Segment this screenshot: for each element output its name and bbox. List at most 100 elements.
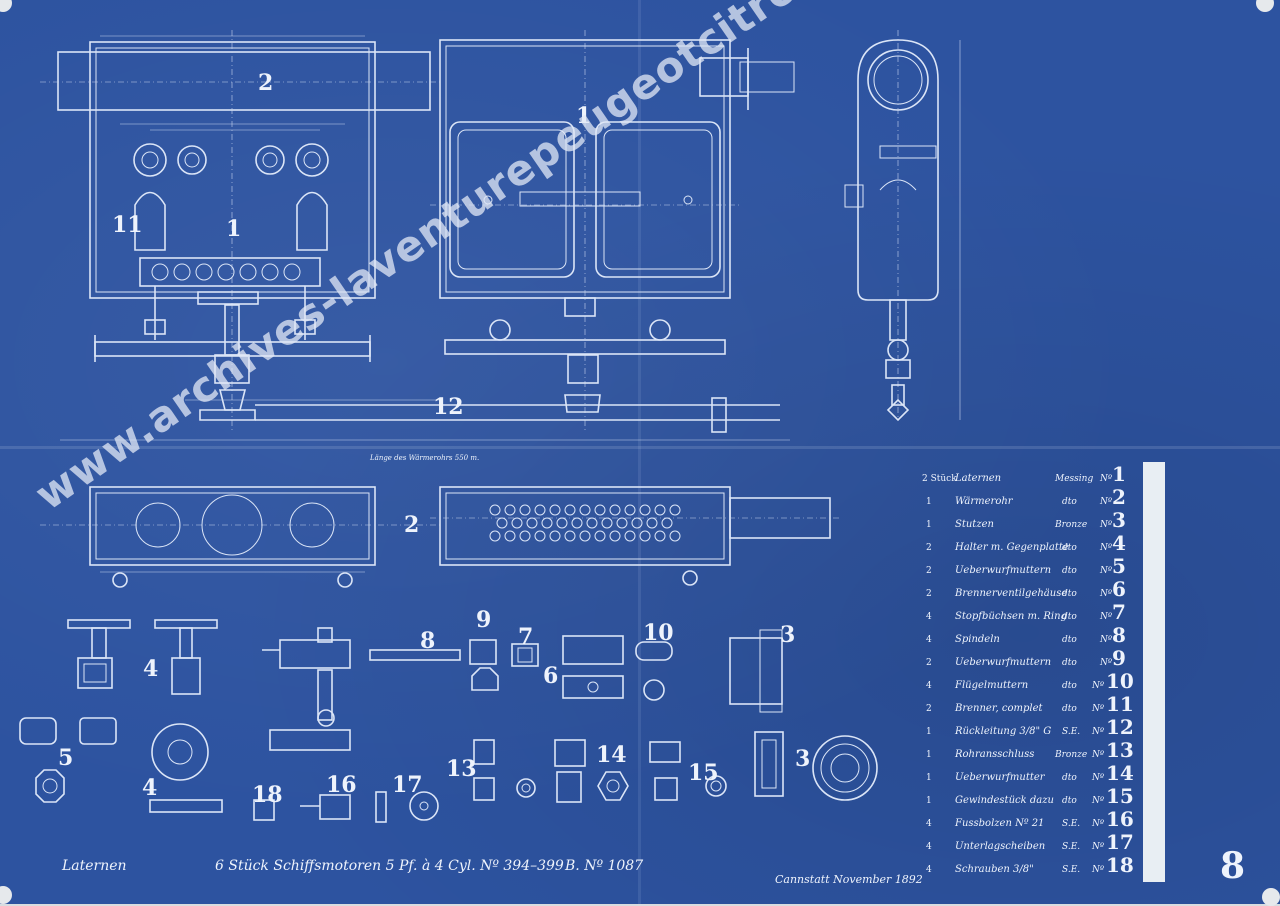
parts-nr: Nº bbox=[1092, 842, 1105, 852]
parts-number: 7 bbox=[1112, 600, 1126, 624]
callout-11: 11 bbox=[112, 212, 143, 238]
parts-qty: 1 bbox=[926, 750, 932, 760]
paper-strip bbox=[1143, 462, 1165, 882]
parts-name: Flügelmuttern bbox=[955, 680, 1029, 691]
parts-material: S.E. bbox=[1062, 842, 1081, 852]
parts-nr: Nº bbox=[1092, 704, 1105, 714]
callout-3-b: 3 bbox=[795, 746, 810, 772]
sheet-number: 8 bbox=[1220, 845, 1246, 887]
parts-nr: Nº bbox=[1100, 635, 1113, 645]
callout-2-top: 2 bbox=[258, 70, 273, 96]
callout-1-top: 1 bbox=[576, 103, 591, 129]
pin-top-left bbox=[0, 0, 12, 12]
parts-number: 3 bbox=[1112, 508, 1126, 532]
parts-qty: 1 bbox=[926, 727, 932, 737]
parts-nr: Nº bbox=[1092, 750, 1105, 760]
callout-2-plan: 2 bbox=[404, 512, 419, 538]
parts-qty: 1 bbox=[926, 773, 932, 783]
parts-nr: Nº bbox=[1092, 681, 1105, 691]
parts-name: Halter m. Gegenplatte bbox=[955, 542, 1069, 553]
parts-nr: Nº bbox=[1092, 796, 1105, 806]
parts-qty: 2 Stück bbox=[922, 474, 957, 484]
plan-view-right bbox=[430, 486, 840, 586]
detail-parts bbox=[19, 619, 878, 823]
callout-numbers: 2 1 1 11 12 2 4 4 5 8 9 7 6 10 3 3 18 16… bbox=[58, 70, 810, 808]
parts-name: Rohransschluss bbox=[955, 749, 1035, 760]
parts-qty: 4 bbox=[926, 865, 932, 875]
callout-5-a: 5 bbox=[58, 745, 73, 771]
parts-qty: 2 bbox=[926, 704, 932, 714]
parts-name: Spindeln bbox=[955, 634, 1000, 645]
callout-13: 13 bbox=[446, 756, 477, 782]
parts-material: dto bbox=[1062, 497, 1077, 507]
parts-number: 18 bbox=[1106, 853, 1134, 877]
parts-nr: Nº bbox=[1100, 543, 1113, 553]
parts-name: Gewindestück dazu bbox=[955, 795, 1054, 806]
dimension-note: Länge des Wärmerohrs 550 m. bbox=[369, 454, 479, 462]
parts-material: S.E. bbox=[1062, 819, 1081, 829]
parts-material: dto bbox=[1062, 704, 1077, 714]
callout-8: 8 bbox=[420, 628, 435, 654]
parts-material: dto bbox=[1062, 681, 1077, 691]
pin-bottom-left bbox=[0, 886, 12, 904]
parts-name: Ueberwurfmuttern bbox=[955, 657, 1052, 668]
parts-nr: Nº bbox=[1100, 612, 1113, 622]
title-block: Laternen bbox=[62, 858, 127, 874]
parts-qty: 1 bbox=[926, 520, 932, 530]
parts-name: Laternen bbox=[955, 473, 1002, 484]
parts-material: dto bbox=[1062, 773, 1077, 783]
parts-qty: 1 bbox=[926, 796, 932, 806]
parts-material: S.E. bbox=[1062, 865, 1081, 875]
parts-name: Ueberwurfmutter bbox=[955, 772, 1045, 783]
parts-number: 12 bbox=[1106, 715, 1134, 739]
callout-1-front: 1 bbox=[226, 216, 241, 242]
callout-10: 10 bbox=[643, 620, 674, 646]
pin-bottom-right bbox=[1262, 888, 1280, 906]
subtitle: 6 Stück Schiffsmotoren 5 Pf. à 4 Cyl. Nº… bbox=[215, 858, 564, 874]
callout-15: 15 bbox=[688, 760, 719, 786]
parts-material: dto bbox=[1062, 612, 1077, 622]
drawing-number: B. Nº 1087 bbox=[565, 858, 644, 874]
parts-material: dto bbox=[1062, 589, 1077, 599]
parts-qty: 1 bbox=[926, 497, 932, 507]
parts-name: Brenner, complet bbox=[955, 703, 1043, 714]
callout-6: 6 bbox=[543, 663, 558, 689]
parts-name: Stutzen bbox=[955, 519, 994, 530]
parts-name: Rückleitung 3/8" G bbox=[955, 726, 1052, 737]
perforation-grid bbox=[489, 504, 681, 542]
parts-name: Fussbolzen Nº 21 bbox=[955, 818, 1045, 829]
parts-qty: 2 bbox=[926, 589, 932, 599]
parts-number: 17 bbox=[1106, 830, 1134, 854]
parts-name: Unterlagscheiben bbox=[955, 841, 1046, 852]
parts-nr: Nº bbox=[1092, 819, 1105, 829]
parts-material: Bronze bbox=[1055, 750, 1088, 760]
front-view-lantern bbox=[40, 30, 440, 430]
callout-14: 14 bbox=[596, 742, 627, 768]
parts-number: 11 bbox=[1106, 692, 1134, 716]
parts-number: 16 bbox=[1106, 807, 1134, 831]
pin-top-right bbox=[1256, 0, 1274, 12]
parts-qty: 4 bbox=[926, 635, 932, 645]
parts-number: 9 bbox=[1112, 646, 1126, 670]
callout-16: 16 bbox=[326, 772, 357, 798]
parts-nr: Nº bbox=[1100, 497, 1113, 507]
parts-number: 15 bbox=[1106, 784, 1134, 808]
callout-17: 17 bbox=[392, 772, 423, 798]
parts-number: 5 bbox=[1112, 554, 1126, 578]
parts-nr: Nº bbox=[1092, 727, 1105, 737]
callout-4-a: 4 bbox=[143, 656, 158, 682]
callout-7: 7 bbox=[518, 624, 533, 650]
parts-nr: Nº bbox=[1100, 658, 1113, 668]
vertical-fold-line bbox=[638, 0, 641, 904]
parts-nr: Nº bbox=[1100, 474, 1113, 484]
parts-material: dto bbox=[1062, 658, 1077, 668]
parts-material: Messing bbox=[1055, 474, 1094, 484]
parts-nr: Nº bbox=[1100, 589, 1113, 599]
parts-material: dto bbox=[1062, 566, 1077, 576]
callout-12: 12 bbox=[433, 394, 464, 420]
parts-nr: Nº bbox=[1092, 773, 1105, 783]
end-view-lantern bbox=[844, 30, 961, 422]
parts-number: 14 bbox=[1106, 761, 1134, 785]
parts-nr: Nº bbox=[1092, 865, 1105, 875]
